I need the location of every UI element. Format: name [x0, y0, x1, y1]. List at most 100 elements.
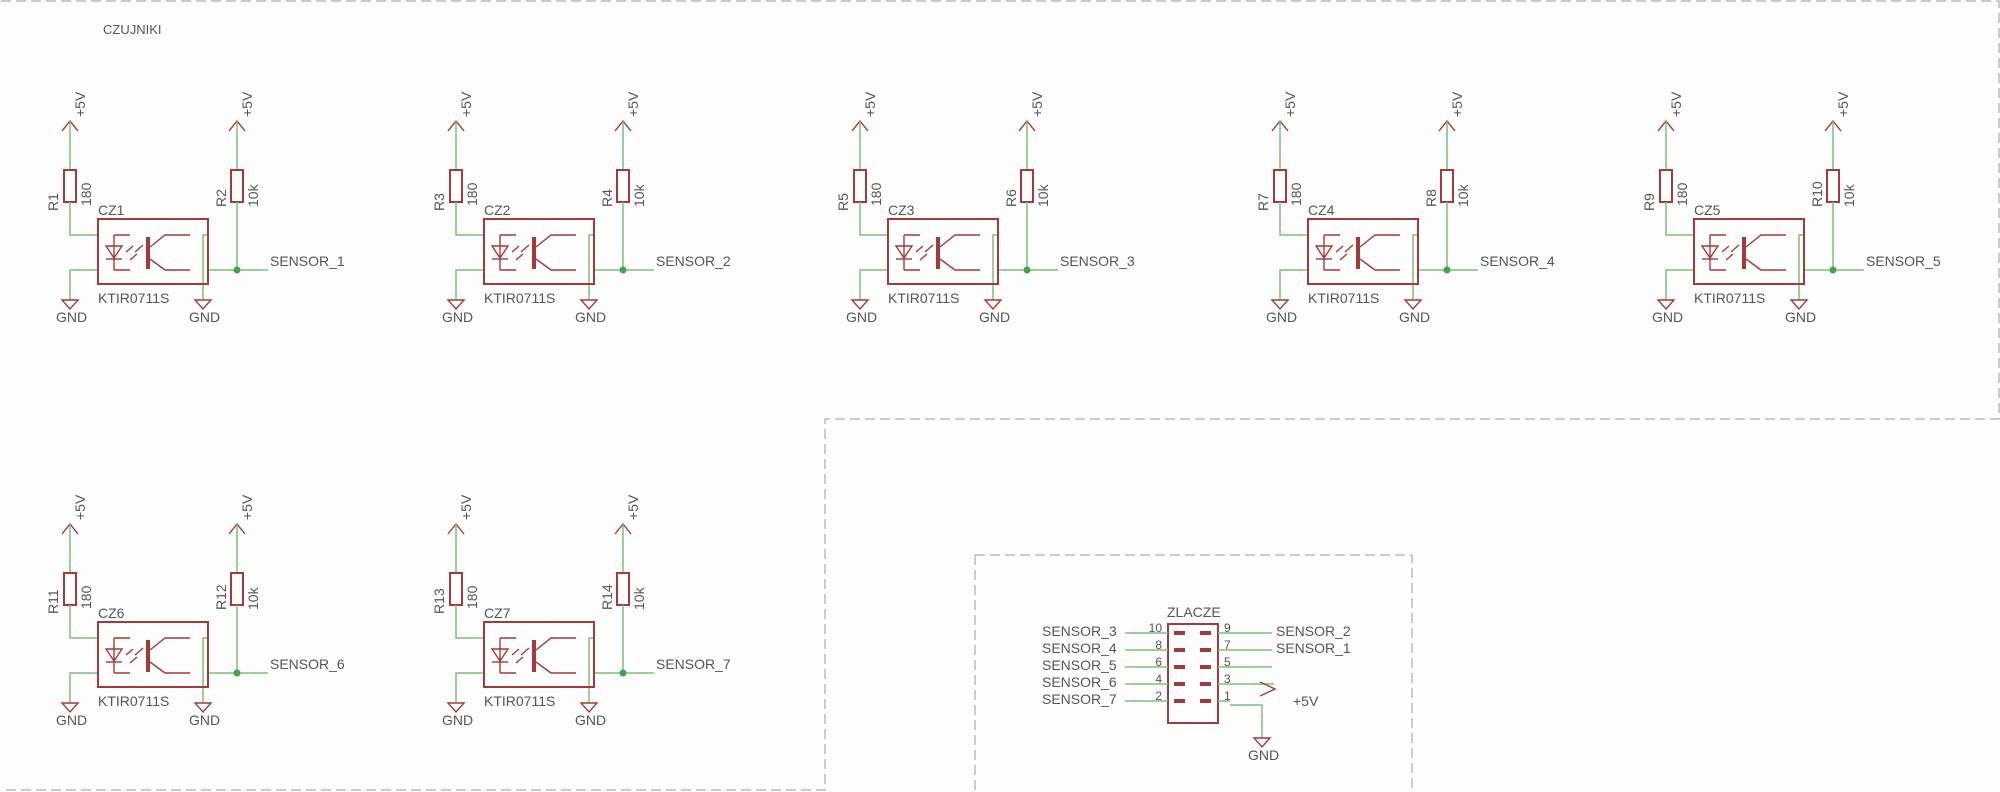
resistor-led-ref: R9	[1641, 193, 1657, 211]
gnd-symbol-emitter	[193, 702, 213, 714]
junction-dot	[619, 266, 627, 274]
junction-dot	[233, 669, 241, 677]
resistor-pullup	[1020, 169, 1034, 203]
resistor-led-ref: R7	[1255, 193, 1271, 211]
resistor-led-value: 180	[1288, 182, 1304, 206]
phototransistor-base	[1742, 237, 1746, 269]
wire-led-anode	[1279, 202, 1308, 236]
resistor-led-value: 180	[1674, 182, 1690, 206]
phototransistor-icon	[939, 234, 980, 271]
net-label: SENSOR_6	[270, 656, 345, 672]
wire-emitter	[1412, 234, 1418, 300]
phototransistor-icon	[535, 637, 576, 674]
wire-emitter	[588, 234, 594, 300]
net-label: SENSOR_5	[1866, 253, 1941, 269]
optosensor-part: KTIR0711S	[888, 290, 959, 306]
connector-left-pin-num: 6	[1155, 655, 1162, 669]
resistor-led	[63, 169, 77, 203]
connector-left-pin-num: 4	[1155, 672, 1162, 686]
optosensor-internal-wires	[113, 234, 130, 271]
gnd-symbol-led	[60, 299, 80, 311]
junction-dot	[619, 669, 627, 677]
light-rays-icon	[511, 245, 524, 261]
connector-right-pin-num: 1	[1224, 689, 1231, 703]
phototransistor-base	[1356, 237, 1360, 269]
gnd-label-emitter: GND	[189, 309, 220, 325]
resistor-led-ref: R13	[431, 588, 447, 614]
optosensor-ref: CZ7	[484, 605, 511, 621]
net-label: SENSOR_7	[656, 656, 731, 672]
phototransistor-icon	[149, 637, 190, 674]
power-label-pull: +5V	[625, 494, 641, 520]
led-diode-icon	[104, 245, 124, 260]
gnd-symbol-emitter	[579, 702, 599, 714]
resistor-pullup-ref: R6	[1003, 189, 1019, 207]
gnd-label-led: GND	[56, 712, 87, 728]
connector-power-label: +5V	[1293, 693, 1319, 709]
gnd-symbol-led	[60, 702, 80, 714]
power-label-pull: +5V	[1835, 91, 1851, 117]
resistor-led	[449, 572, 463, 606]
resistor-led-value: 180	[78, 585, 94, 609]
wire-collector	[1804, 202, 1834, 271]
phototransistor-base	[146, 640, 150, 672]
resistor-led	[449, 169, 463, 203]
phototransistor-base	[532, 640, 536, 672]
gnd-label-emitter: GND	[979, 309, 1010, 325]
resistor-led-ref: R11	[45, 589, 61, 614]
power-label-led: +5V	[458, 91, 474, 117]
resistor-pullup	[616, 169, 630, 203]
resistor-pullup-ref: R14	[599, 584, 615, 610]
gnd-symbol-emitter	[983, 299, 1003, 311]
power-label-pull: +5V	[239, 91, 255, 117]
light-rays-icon	[125, 245, 138, 261]
gnd-symbol-led	[850, 299, 870, 311]
gnd-symbol-emitter	[1789, 299, 1809, 311]
optosensor-ref: CZ3	[888, 202, 915, 218]
optosensor-part: KTIR0711S	[98, 693, 169, 709]
resistor-led-value: 180	[464, 182, 480, 206]
gnd-symbol-emitter	[579, 299, 599, 311]
connector-left-pin-net: SENSOR_4	[1042, 640, 1117, 656]
power-label-pull: +5V	[625, 91, 641, 117]
incoming-light-icon	[520, 244, 530, 253]
wire-collector	[998, 202, 1028, 271]
incoming-light-icon	[134, 647, 144, 656]
connector-gnd-wire	[1230, 704, 1263, 738]
wire-collector	[208, 202, 238, 271]
led-diode-icon	[490, 648, 510, 663]
optosensor-body	[887, 218, 999, 285]
connector-left-pin-net: SENSOR_7	[1042, 691, 1117, 707]
wire-led-cathode	[1665, 269, 1694, 300]
optosensor-internal-wires	[499, 637, 516, 674]
wire-led-anode	[69, 605, 98, 639]
resistor-led-value: 180	[78, 182, 94, 206]
optosensor-body	[483, 218, 595, 285]
optosensor-part: KTIR0711S	[1694, 290, 1765, 306]
gnd-label-led: GND	[1652, 309, 1683, 325]
connector-left-pin-net: SENSOR_6	[1042, 674, 1117, 690]
gnd-symbol-led	[446, 702, 466, 714]
connector-zlacze: ZLACZE 10SENSOR_38SENSOR_46SENSOR_54SENS…	[1042, 604, 1351, 763]
connector-pin-left	[1174, 631, 1185, 635]
led-diode-icon	[1314, 245, 1334, 260]
resistor-pullup-value: 10k	[631, 183, 647, 207]
wire-collector	[594, 202, 624, 271]
wire-led-cathode	[455, 672, 484, 703]
resistor-pullup-ref: R8	[1423, 189, 1439, 207]
power-label-led: +5V	[72, 494, 88, 520]
optosensor-ref: CZ1	[98, 202, 125, 218]
power-label-led: +5V	[1668, 91, 1684, 117]
optosensor-part: KTIR0711S	[1308, 290, 1379, 306]
gnd-label-led: GND	[846, 309, 877, 325]
phototransistor-icon	[149, 234, 190, 271]
connector-frame	[975, 554, 1413, 790]
gnd-label-emitter: GND	[575, 309, 606, 325]
led-diode-icon	[104, 648, 124, 663]
optosensor-ref: CZ2	[484, 202, 511, 218]
incoming-light-icon	[1344, 244, 1354, 253]
optosensor-part: KTIR0711S	[484, 693, 555, 709]
wire-led-cathode	[69, 269, 98, 300]
